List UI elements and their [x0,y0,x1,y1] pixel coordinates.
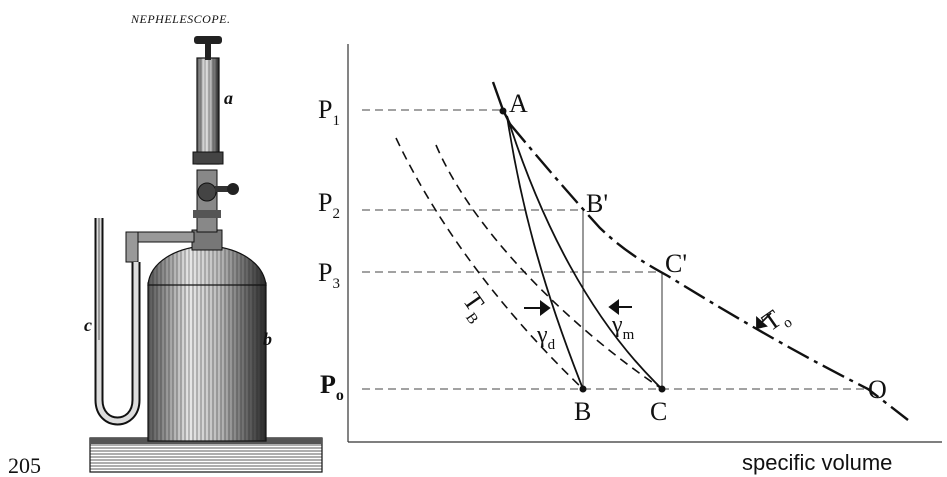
pressure-guides [362,109,868,390]
pump-label-a: a [224,88,233,108]
label-TB: TB [453,287,496,328]
isotherm-To-dashed [509,123,909,421]
label-gamma-d: γd [536,322,556,353]
point-C [658,385,666,393]
point-B [579,385,587,393]
pump-barrel [192,36,224,165]
vessel-label-b: b [263,329,272,349]
label-Po: Po [320,370,344,404]
curve-middle-dashed [435,144,663,390]
stopcock-valve [193,169,239,233]
curve-gamma-d [506,115,584,390]
label-P1: P1 [318,95,340,129]
curve-gamma-m [506,115,663,390]
curve-TB [395,137,584,390]
label-C-prime: C' [665,249,687,278]
label-B-prime: B' [586,189,608,218]
label-To: To [757,300,796,341]
figure-number: 205 [8,453,41,477]
gauge-label-c: c [84,315,92,335]
label-O: O [868,375,887,404]
arrow-To [756,312,772,330]
x-axis-label: specific volume [742,450,892,475]
connecting-tube [125,231,195,263]
u-tube-gauge [94,218,141,426]
label-P2: P2 [318,188,340,222]
label-B: B [574,397,591,426]
arrow-gamma-m [608,299,632,315]
pv-diagram: P1 P2 P3 Po A B' C' B C O To TB γd γm sp… [318,44,942,475]
wooden-base [89,437,323,473]
label-A: A [509,89,528,118]
label-P3: P3 [318,258,340,292]
point-A [499,107,507,115]
label-C: C [650,397,667,426]
arrow-gamma-d [524,300,551,316]
nephelescope-engraving: NEPHELESCOPE. [8,12,323,477]
engraving-title: NEPHELESCOPE. [130,12,231,26]
label-gamma-m: γm [611,312,635,343]
vessel-body [147,229,267,442]
